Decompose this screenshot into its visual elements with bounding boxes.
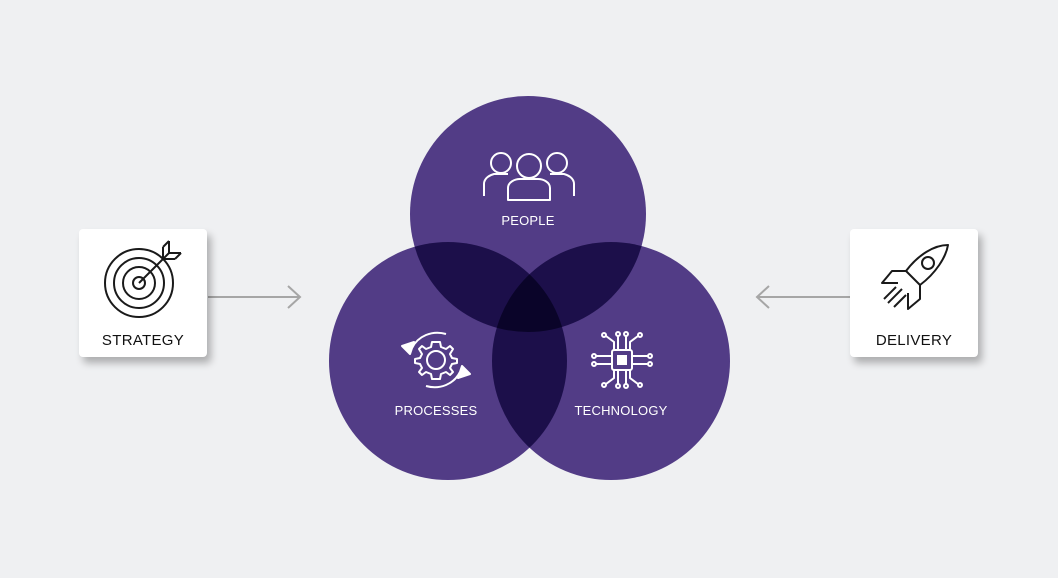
gear-cycle-icon bbox=[401, 331, 471, 389]
people-label: PEOPLE bbox=[501, 213, 555, 228]
strategy-label: STRATEGY bbox=[101, 332, 185, 349]
technology-label: TECHNOLOGY bbox=[574, 403, 668, 418]
delivery-card: DELIVERY bbox=[850, 229, 978, 357]
processes-circle bbox=[329, 242, 567, 480]
processes-label: PROCESSES bbox=[394, 403, 478, 418]
rocket-icon bbox=[881, 244, 949, 310]
strategy-card: STRATEGY bbox=[79, 229, 207, 357]
delivery-arrow bbox=[755, 285, 851, 309]
target-arrow-icon bbox=[104, 240, 182, 318]
circuit-chip-icon bbox=[591, 331, 653, 389]
strategy-arrow bbox=[208, 285, 302, 309]
delivery-label: DELIVERY bbox=[875, 332, 953, 349]
people-group-icon bbox=[483, 152, 575, 201]
